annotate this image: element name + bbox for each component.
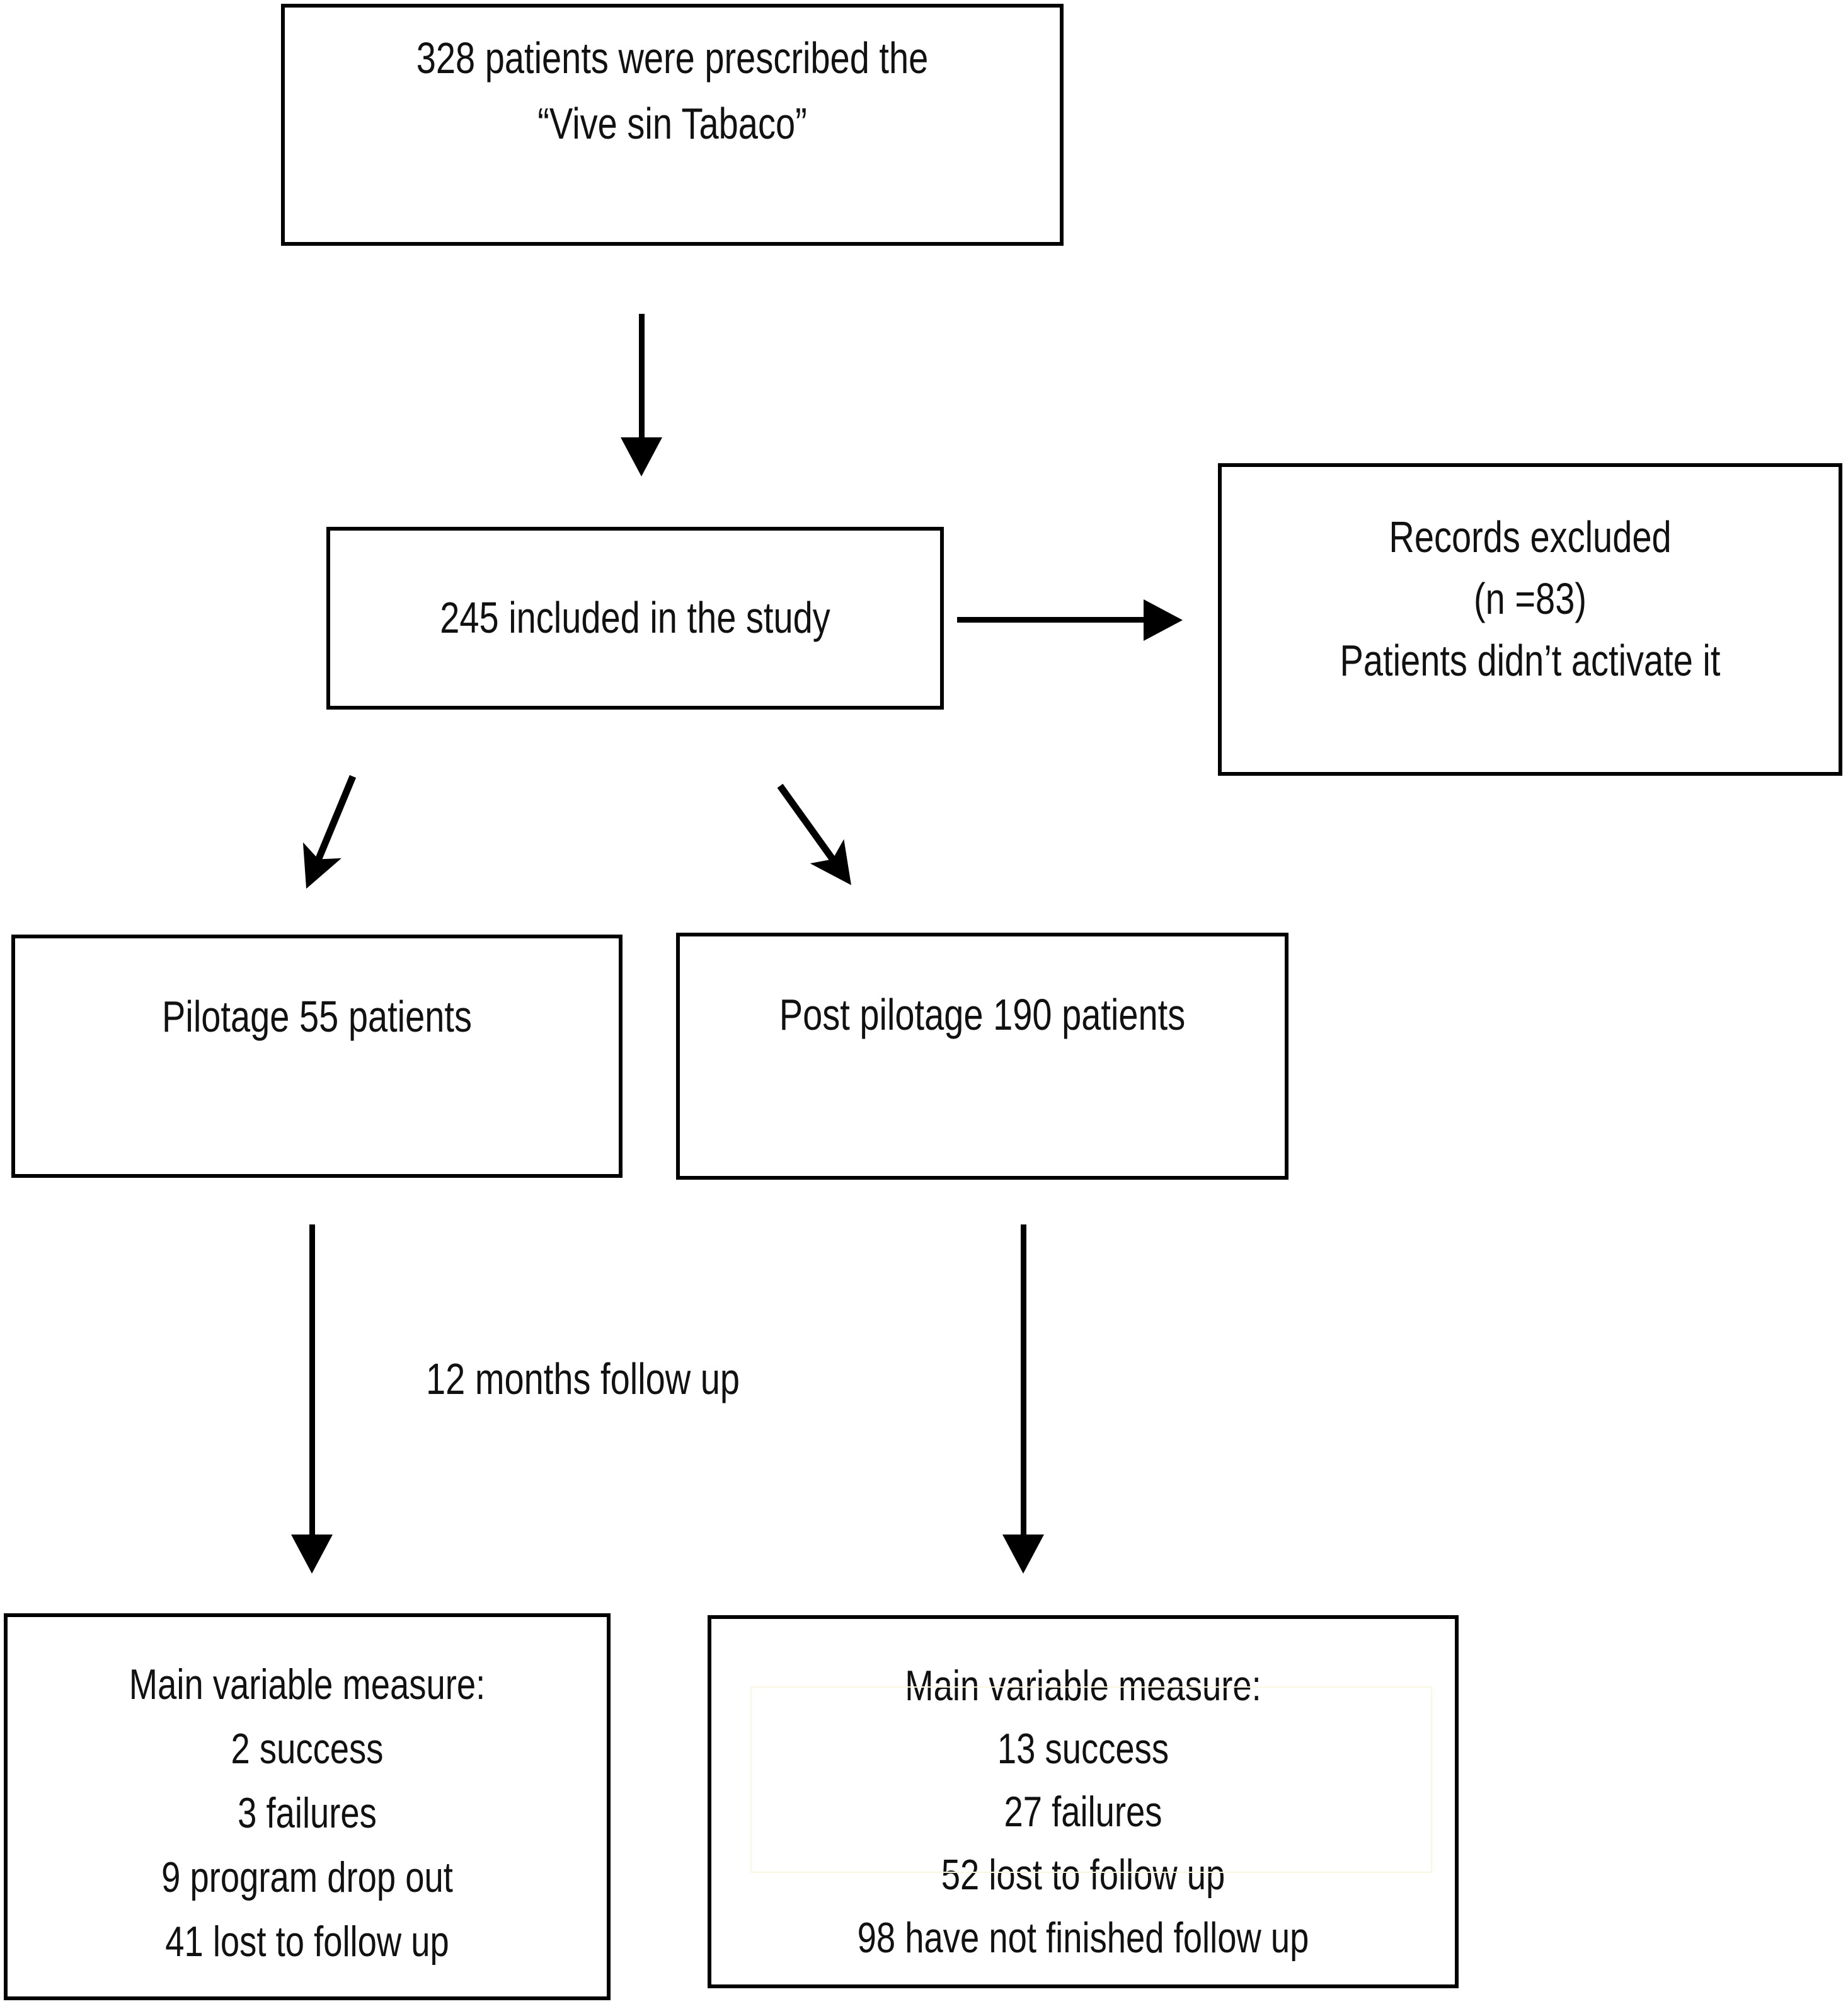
node-excluded-line-1: Records excluded [1389,512,1672,561]
node-prescribed: 328 patients were prescribed the “Vive s… [281,4,1064,246]
node-excluded-text: Records excluded (n =83) Patients didn’t… [1222,467,1839,691]
node-outcome-pilotage-line-1: Main variable measure: [129,1661,486,1708]
node-outcome-pilotage-line-4: 9 program drop out [161,1853,453,1901]
node-prescribed-line-2: “Vive sin Tabaco” [537,99,807,148]
edge-pilotage-to-outcome-arrowhead [291,1535,333,1574]
node-outcome-post-pilotage-line-4: 52 lost to follow up [941,1851,1225,1899]
node-prescribed-text: 328 patients were prescribed the “Vive s… [285,8,1060,156]
edge-post-pilotage-to-outcome-shaft [1021,1224,1026,1537]
edge-included-to-excluded-shaft [957,617,1146,623]
node-outcome-post-pilotage-line-5: 98 have not finished follow up [857,1914,1309,1962]
node-outcome-pilotage-text: Main variable measure: 2 success 3 failu… [8,1617,607,1974]
edge-prescribed-to-included-arrowhead [621,437,662,476]
node-outcome-post-pilotage-line-1: Main variable measure: [905,1662,1261,1710]
node-excluded-line-3: Patients didn’t activate it [1340,636,1721,685]
node-post-pilotage: Post pilotage 190 patients [676,933,1288,1180]
node-outcome-pilotage-line-2: 2 success [231,1725,384,1773]
node-pilotage: Pilotage 55 patients [11,935,623,1178]
node-outcome-post-pilotage-text: Main variable measure: 13 success 27 fai… [711,1619,1455,1969]
edge-included-to-post-pilotage [777,783,851,885]
node-post-pilotage-line-1: Post pilotage 190 patients [779,990,1186,1039]
node-pilotage-line-1: Pilotage 55 patients [162,992,472,1041]
edge-pilotage-to-outcome-shaft [309,1224,315,1537]
node-outcome-pilotage-line-5: 41 lost to follow up [165,1918,449,1966]
label-follow-up: 12 months follow up [426,1354,740,1403]
node-included-text: 245 included in the study [330,531,940,647]
node-outcome-post-pilotage-line-3: 27 failures [1004,1788,1162,1836]
node-outcome-pilotage: Main variable measure: 2 success 3 failu… [4,1613,611,2000]
edge-post-pilotage-to-outcome-arrowhead [1002,1535,1044,1574]
node-outcome-post-pilotage: Main variable measure: 13 success 27 fai… [708,1615,1459,1988]
node-outcome-post-pilotage-line-2: 13 success [997,1725,1169,1773]
node-pilotage-text: Pilotage 55 patients [15,938,619,1045]
edge-included-to-pilotage [302,775,357,889]
node-prescribed-line-1: 328 patients were prescribed the [416,33,929,83]
edge-included-to-excluded-arrowhead [1144,599,1183,641]
node-post-pilotage-text: Post pilotage 190 patients [680,936,1285,1044]
node-excluded: Records excluded (n =83) Patients didn’t… [1218,463,1842,776]
edge-prescribed-to-included-shaft [639,314,645,440]
node-included-line-1: 245 included in the study [440,593,830,642]
node-outcome-pilotage-line-3: 3 failures [238,1789,377,1837]
node-excluded-line-2: (n =83) [1474,574,1587,623]
node-included: 245 included in the study [326,527,944,710]
